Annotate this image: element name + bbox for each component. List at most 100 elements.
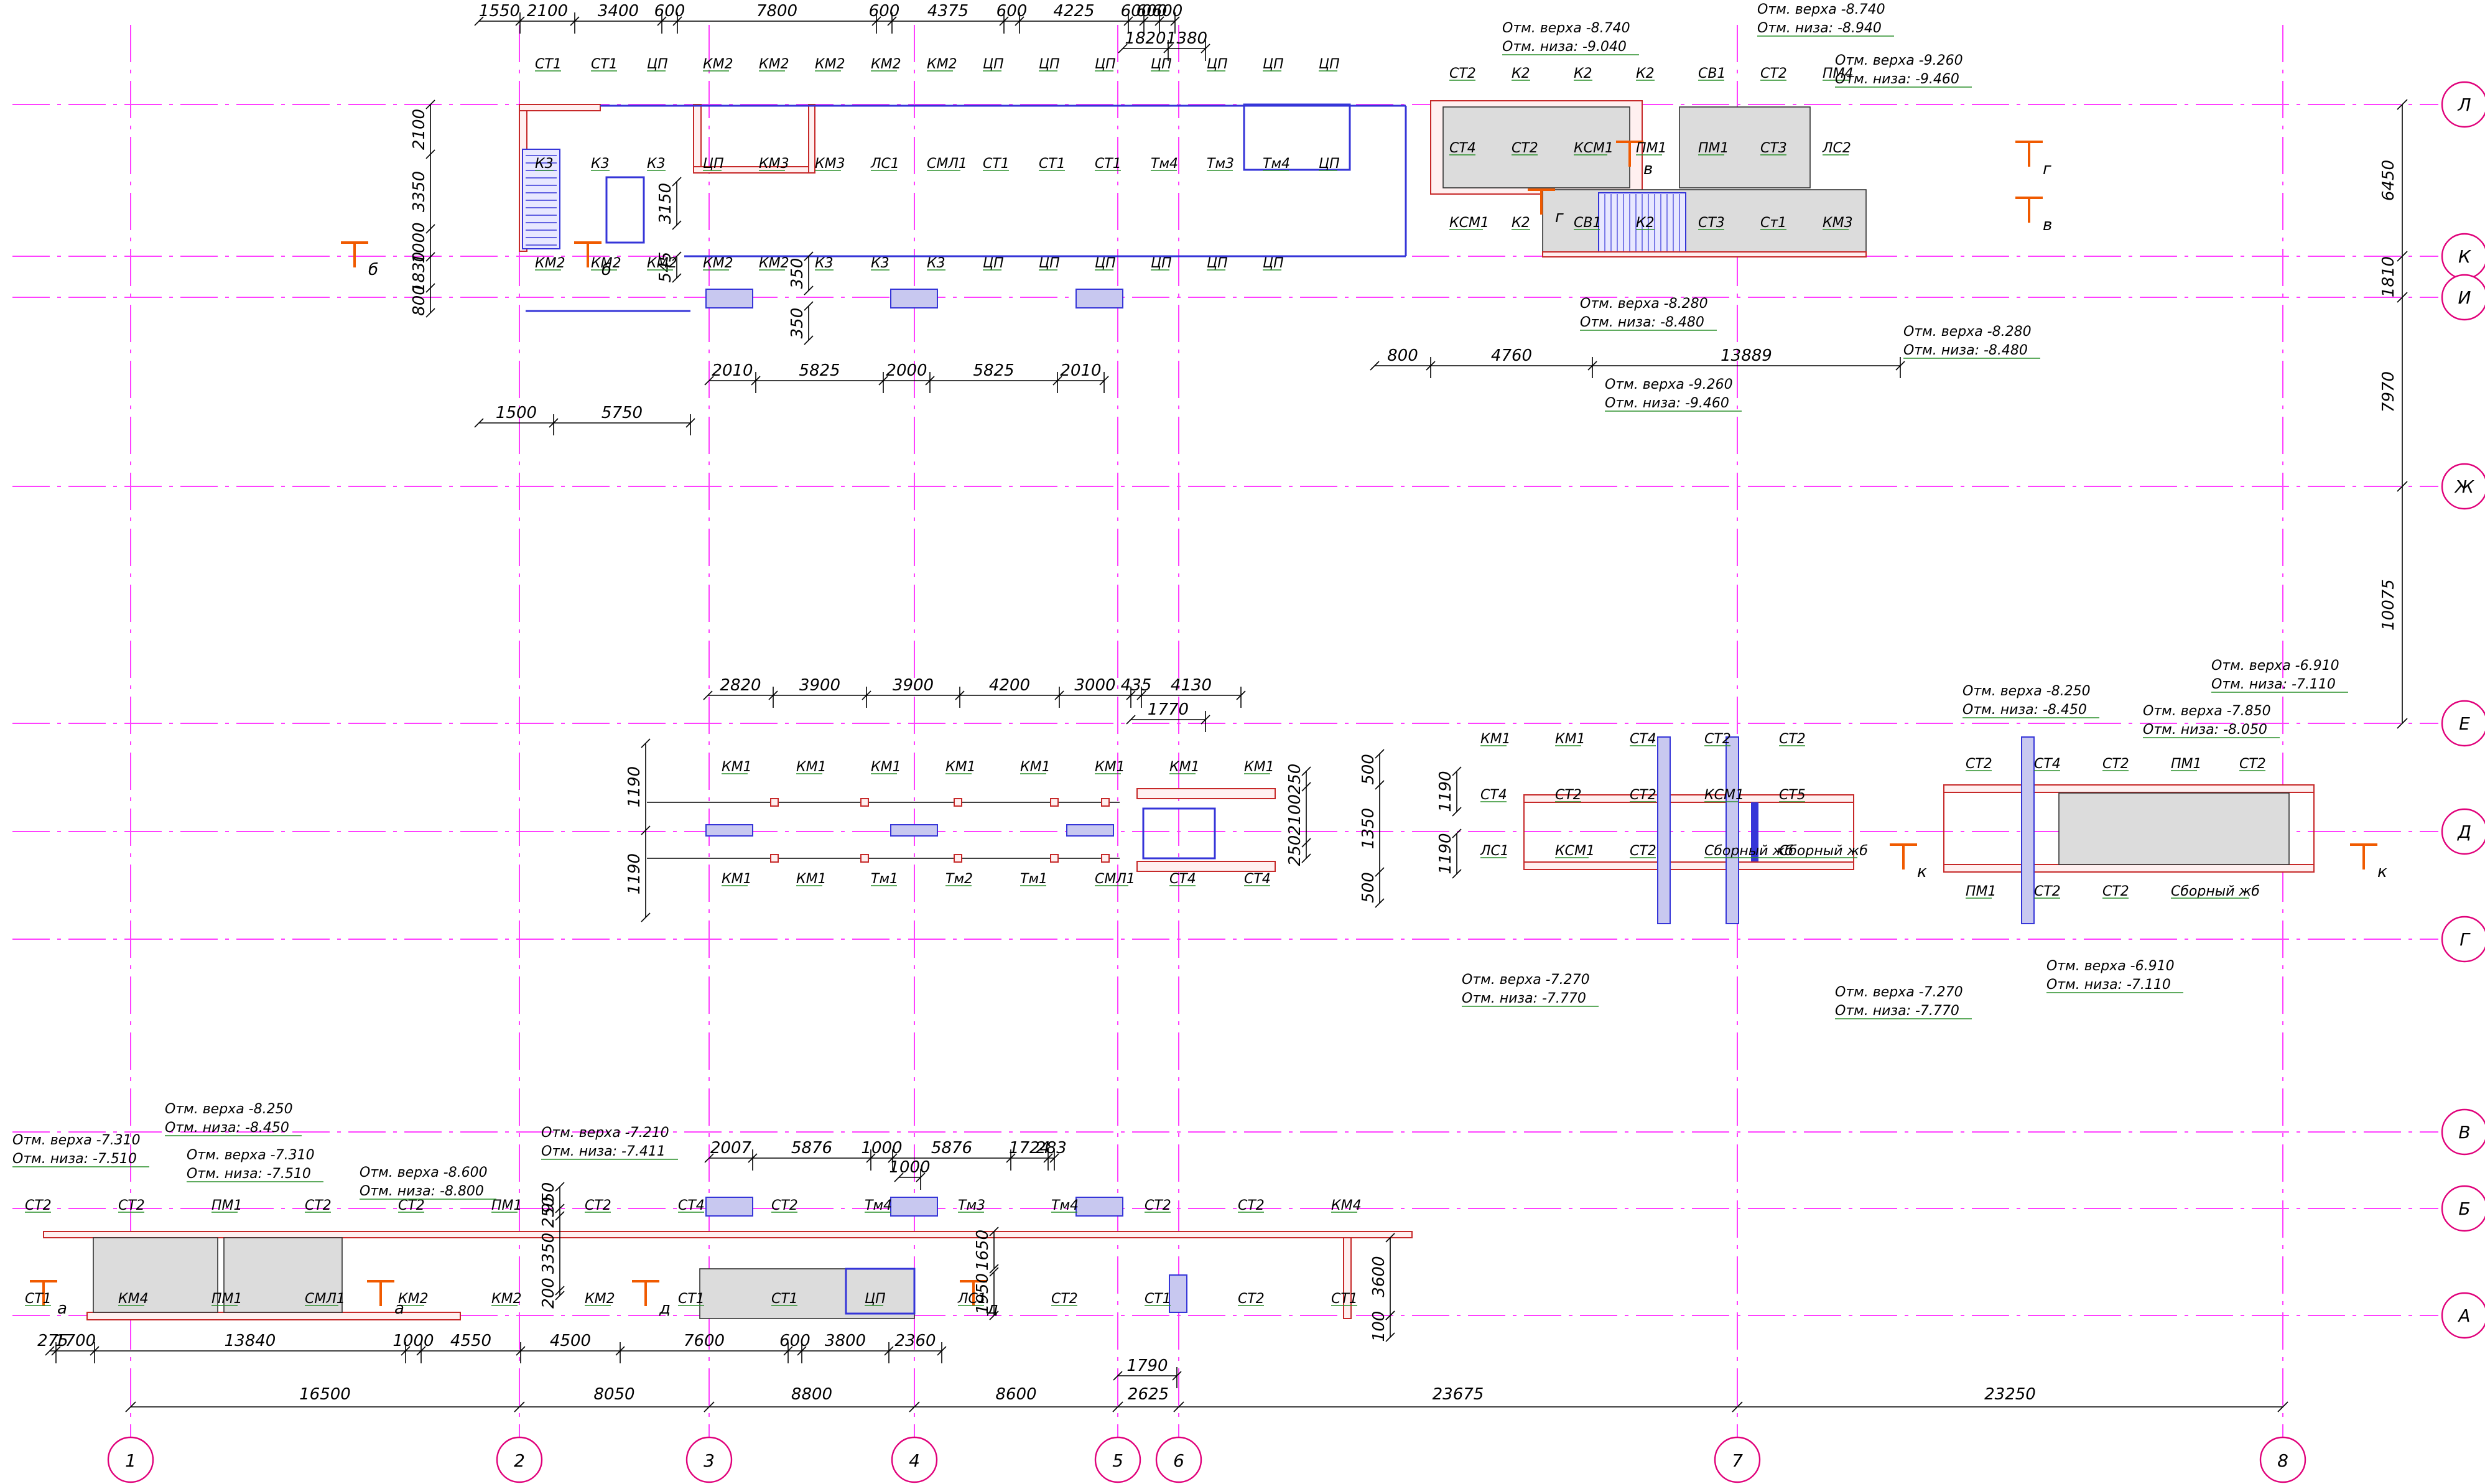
- column-km1: [954, 798, 962, 807]
- bot-wall-right: [1343, 1237, 1352, 1319]
- top-left-dims-value: 1000: [410, 222, 429, 263]
- farright-elev-top: Отм. верха -7.270: [1835, 985, 1963, 1000]
- mid-right-dims2-value: 1350: [1359, 808, 1378, 849]
- shaft-sml1-mid: [1142, 807, 1216, 860]
- column-km1: [770, 798, 779, 807]
- top-label: КМ2: [647, 256, 677, 271]
- farright-elev-top: Отм. верха -6.910: [2211, 658, 2339, 674]
- bot-heat-channel: [890, 1197, 938, 1217]
- top-label: ЦП: [1319, 57, 1340, 72]
- slab-pm4: [1442, 106, 1630, 188]
- axis-bubble-7: [1714, 1436, 1761, 1483]
- bot-bottom-dims-value: 7600: [684, 1332, 725, 1350]
- dim-tick: [804, 285, 814, 295]
- mid-label: СТ4: [1244, 871, 1271, 887]
- top-label: СТ1: [1039, 156, 1066, 172]
- dim-tick: [1112, 1401, 1123, 1412]
- midright-label: СТ2: [1630, 843, 1656, 859]
- top-label: ЦП: [1263, 57, 1284, 72]
- top-label: СМЛ1: [927, 156, 967, 172]
- dim-tick: [1385, 1233, 1395, 1243]
- top-label: КМ2: [815, 57, 845, 72]
- top-right-label: СТ2: [1760, 66, 1787, 81]
- section-mark-label: б: [602, 261, 611, 279]
- bot-slab-pm1-a: [93, 1237, 218, 1313]
- span-dimension: 10075: [2379, 579, 2398, 631]
- top-right-label: К2: [1636, 66, 1655, 81]
- top-dims-value: 7800: [756, 2, 797, 21]
- top-label: ЦП: [1039, 57, 1060, 72]
- span-dimension: 23250: [1984, 1385, 2036, 1404]
- bot-bottom-dims-value: 3800: [825, 1332, 866, 1350]
- top-right-label: К2: [1512, 66, 1530, 81]
- midright-label: Сборный жб: [1704, 843, 1793, 859]
- mid-top-dims-value: 4200: [989, 676, 1030, 695]
- dim-tick: [1370, 361, 1380, 371]
- axis-bubble-6: [1155, 1436, 1202, 1483]
- bot-bottom-dims-value: 4500: [550, 1332, 591, 1350]
- span-dimension: 23675: [1433, 1385, 1484, 1404]
- dim-tick: [1452, 869, 1462, 879]
- top-right-label: ПМ1: [1636, 141, 1667, 156]
- dim-tick: [989, 1267, 999, 1277]
- farright-elev-top: Отм. верха -6.910: [2046, 958, 2175, 974]
- top-label: К3: [871, 256, 889, 271]
- dim-tick: [1113, 1371, 1123, 1381]
- dim-tick: [474, 418, 484, 428]
- span-dimension: 6450: [2379, 160, 2398, 201]
- axis-bubble-Б: [2441, 1185, 2485, 1232]
- top-elev-bottom: Отм. низа: -9.460: [1835, 72, 1959, 87]
- dim-tick: [672, 177, 682, 187]
- farright-label: ПМ1: [2171, 756, 2202, 772]
- farright-elev-bottom: Отм. низа: -7.110: [2211, 677, 2336, 692]
- top-dims-value: 3400: [598, 2, 639, 21]
- bot-mid-dim-value: 1950: [973, 1273, 992, 1314]
- column-km1: [860, 854, 869, 863]
- top-label: КМ2: [703, 256, 733, 271]
- mid-left-dims-value: 1190: [625, 853, 644, 894]
- dim-tick: [704, 1401, 715, 1412]
- mid-label: КМ1: [1020, 759, 1051, 775]
- bot-top-dims-value: 2007: [710, 1139, 752, 1157]
- bot-label: СТ1: [1145, 1291, 1171, 1307]
- bot-right-dim-value: 100: [1370, 1311, 1388, 1342]
- top-label: ЛС1: [870, 156, 899, 172]
- bot-label: СТ2: [1051, 1291, 1078, 1307]
- section-mark-label: г: [1555, 208, 1564, 226]
- dim-tick: [1452, 766, 1462, 776]
- top-dims-value: 4375: [927, 2, 968, 21]
- top-label: ЦП: [1151, 256, 1172, 271]
- top-right-label: СВ1: [1698, 66, 1726, 81]
- heat-channel-slab: [890, 289, 938, 308]
- top-label: ЦП: [1151, 57, 1172, 72]
- axis-bubble-label: Б: [2458, 1199, 2470, 1219]
- top-elev-top: Отм. верха -8.280: [1580, 296, 1708, 312]
- dim-tick: [672, 251, 682, 261]
- dim-tick: [425, 149, 435, 159]
- mid-subdim-value: 1770: [1148, 700, 1189, 719]
- axis-bubble-В: [2441, 1108, 2485, 1156]
- column-km1: [1101, 854, 1110, 863]
- midright-label: СТ2: [1555, 787, 1582, 803]
- top-slab-dim-value: 350: [788, 308, 807, 339]
- top-elev-top: Отм. верха -9.260: [1605, 377, 1733, 392]
- top-dims-value: 2100: [527, 2, 568, 21]
- top-label: ЦП: [1319, 156, 1340, 172]
- top-subdims-value: 1820: [1125, 29, 1166, 48]
- top-label: ЦП: [1207, 57, 1228, 72]
- top-mid-dim-value: 3150: [656, 183, 675, 224]
- dim-tick: [1452, 807, 1462, 817]
- bot-label: СТ1: [1331, 1291, 1358, 1307]
- dim-tick: [555, 1211, 565, 1221]
- span-dimension: 7970: [2379, 371, 2398, 412]
- dim-tick: [1126, 715, 1136, 725]
- dim-tick: [641, 825, 651, 835]
- dim-tick: [909, 1401, 920, 1412]
- mid-right-dims-value: 250: [1286, 764, 1304, 795]
- axis-bubble-label: Л: [2457, 95, 2471, 115]
- top-label: СТ1: [983, 156, 1010, 172]
- bot-top-dims-value: 1724: [1009, 1139, 1050, 1157]
- top-right-label: ПМ4: [1823, 66, 1854, 81]
- farright-elev-bottom: Отм. низа: -8.450: [1962, 702, 2087, 718]
